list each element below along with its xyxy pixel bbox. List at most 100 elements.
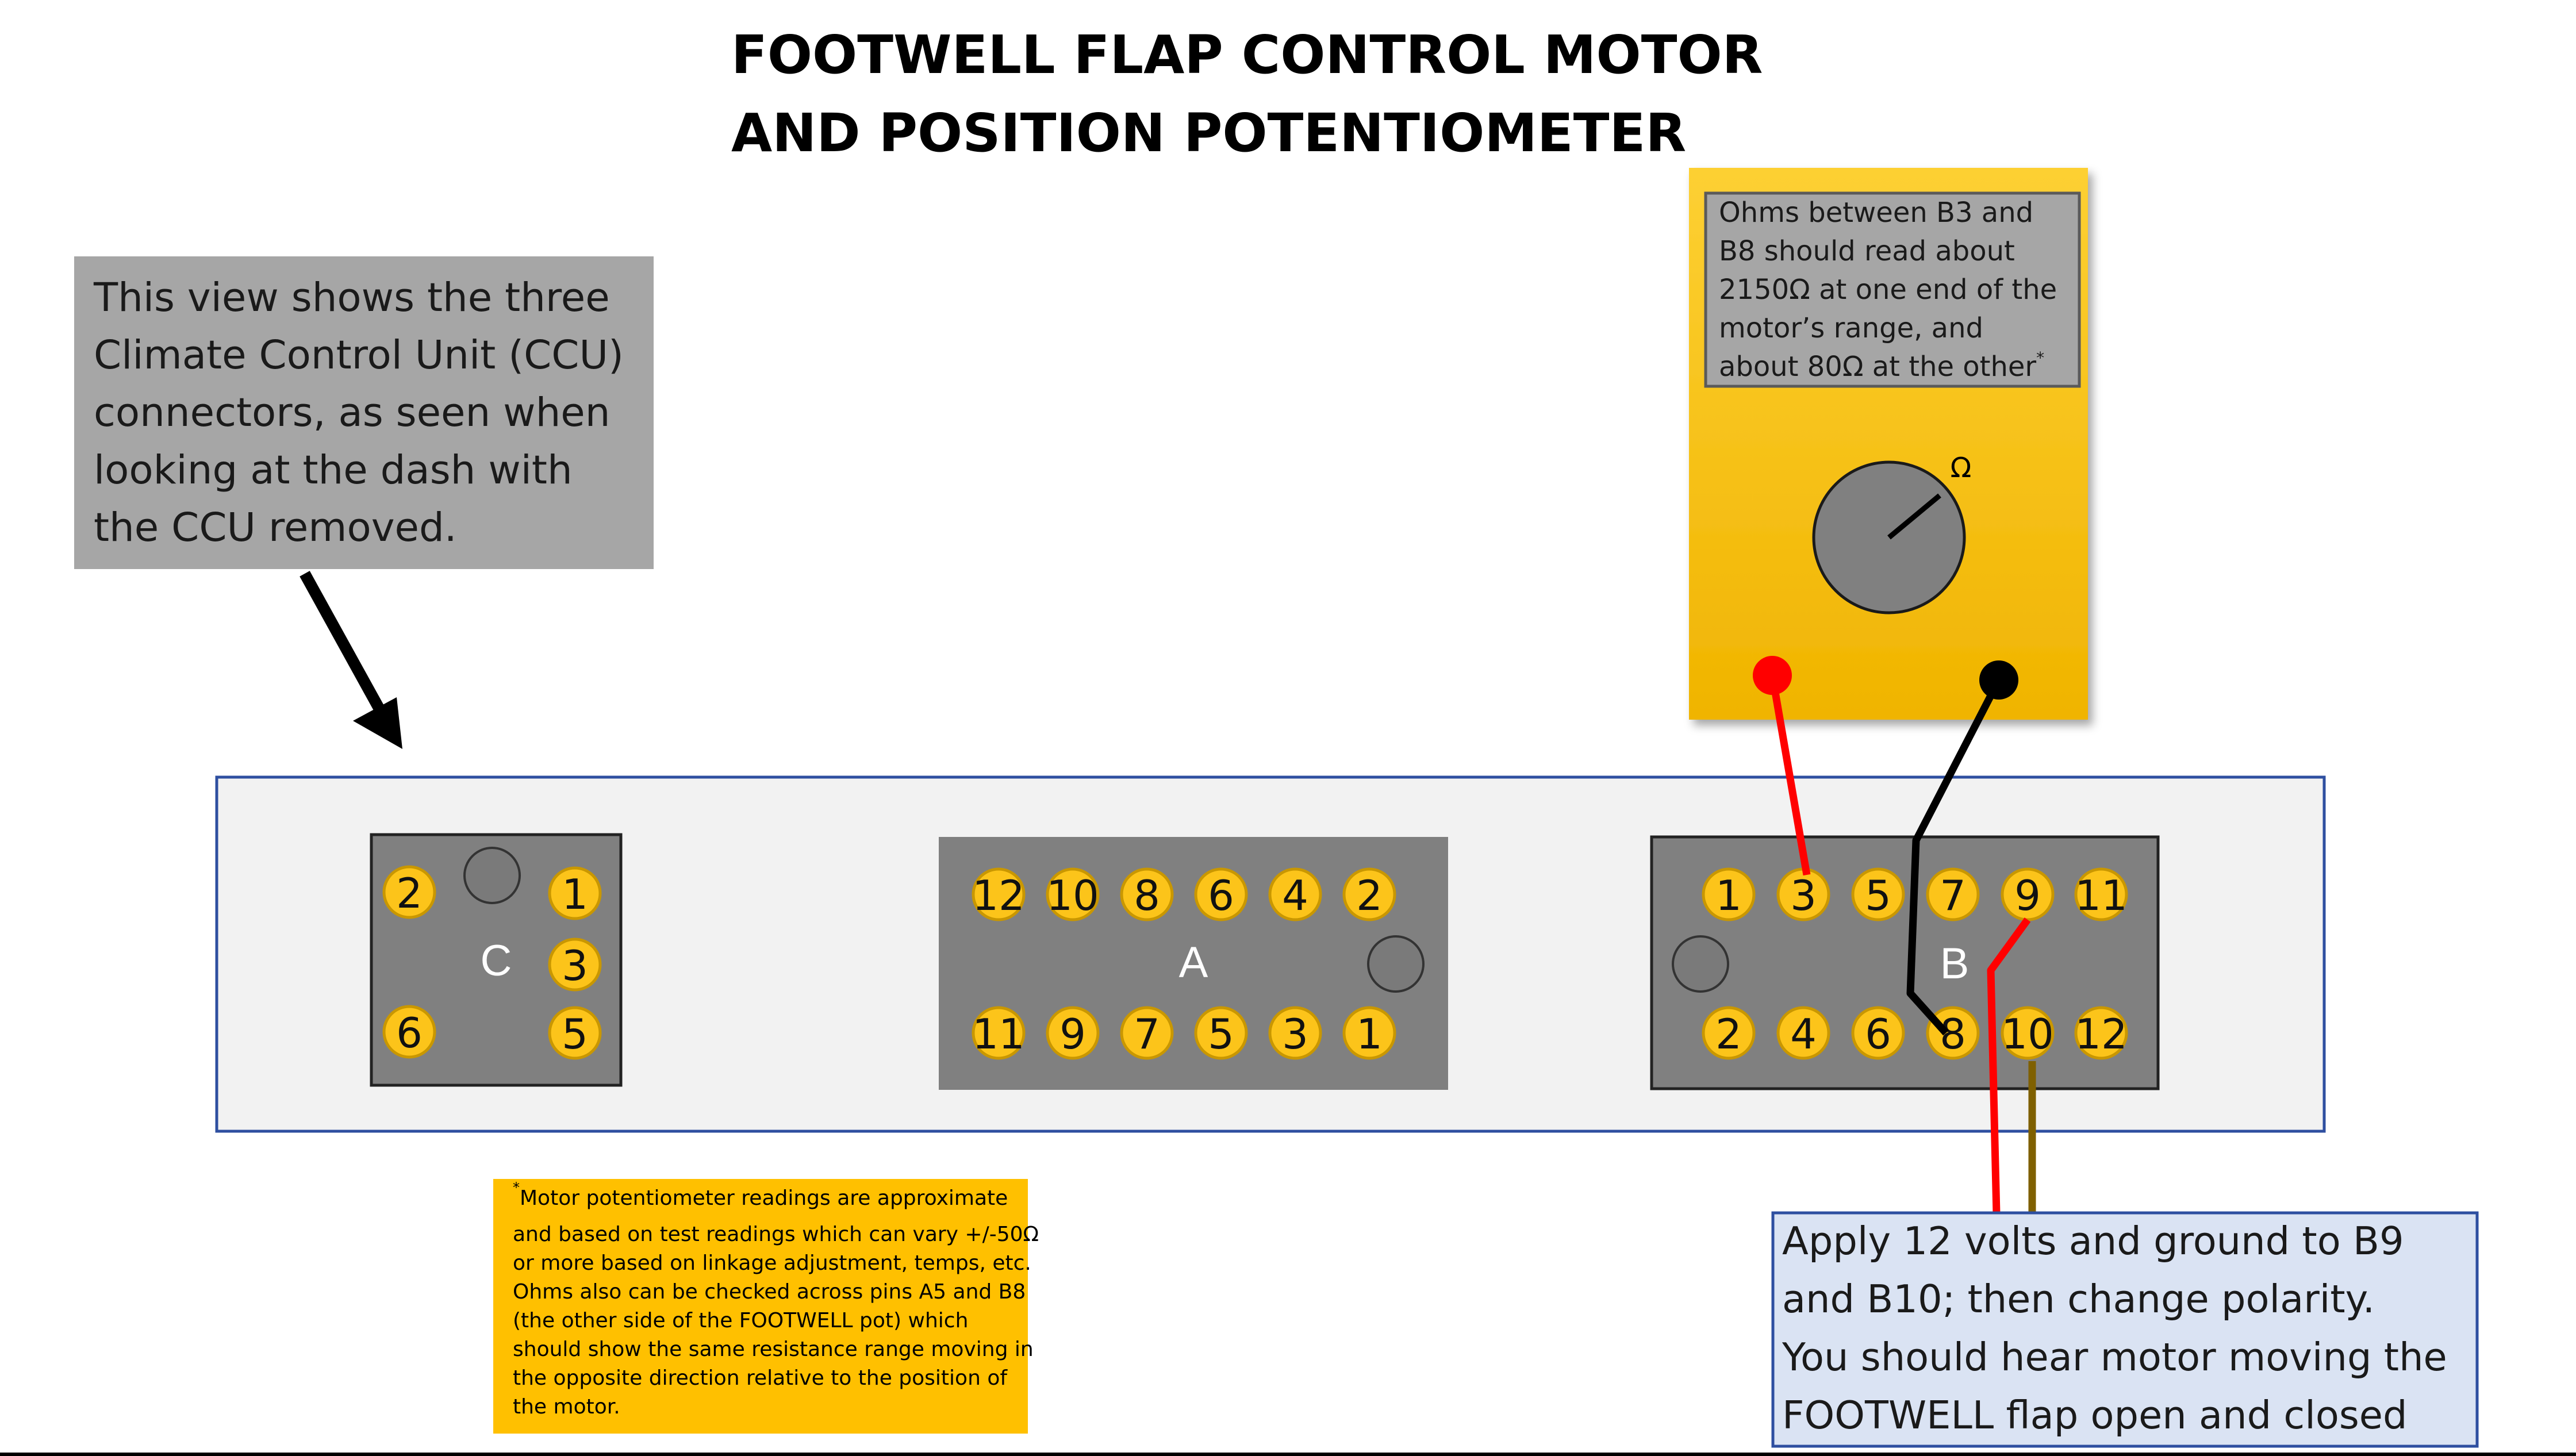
pin-circle: [1851, 1006, 1905, 1060]
dial-pointer-icon: [1887, 493, 1941, 540]
pin-b11: 11: [2074, 867, 2128, 921]
display-line: motor’s range, and: [1719, 312, 1983, 344]
multimeter-display-text: Ohms between B3 and B8 should read about…: [1719, 197, 2066, 383]
pin-number: 11: [2075, 871, 2128, 920]
apply-line: You should hear motor moving the: [1782, 1335, 2447, 1380]
pin-a3: 3: [1268, 1006, 1322, 1060]
pin-circle: [1046, 867, 1100, 921]
title-line-2: AND POSITION POTENTIOMETER: [731, 102, 1687, 164]
pin-b2: 2: [1702, 1006, 1756, 1060]
red-probe-jack-icon: [1753, 656, 1792, 695]
pin-b1: 1: [1702, 867, 1756, 921]
pin-circle: [1268, 867, 1322, 921]
connector-a-key-icon: [1367, 935, 1425, 993]
pin-number: 9: [1059, 1010, 1086, 1058]
pin-circle: [382, 865, 436, 919]
display-line: Ohms between B3 and: [1719, 197, 2033, 229]
pin-a10: 10: [1046, 867, 1100, 921]
callout-pointer-arrow: [300, 571, 389, 720]
pin-a1: 1: [1342, 1006, 1396, 1060]
display-line: B8 should read about: [1719, 235, 2015, 267]
callout-line: This view shows the three: [94, 275, 610, 321]
pin-number: 5: [1865, 871, 1891, 920]
pin-circle: [1046, 1006, 1100, 1060]
callout-line: looking at the dash with: [94, 447, 573, 493]
pin-number: 6: [396, 1009, 423, 1057]
pin-circle: [1342, 1006, 1396, 1060]
note-line: the motor.: [513, 1395, 620, 1419]
pin-number: 1: [1715, 871, 1742, 920]
pin-circle: [1120, 867, 1174, 921]
note-line: Motor potentiometer readings are approxi…: [520, 1186, 1008, 1210]
arrow-head-icon: [353, 697, 402, 749]
pin-number: 10: [2001, 1010, 2054, 1058]
pin-number: 3: [1282, 1010, 1308, 1058]
apply-voltage-text: Apply 12 volts and ground to B9 and B10;…: [1782, 1219, 2459, 1438]
pin-circle: [1702, 1006, 1756, 1060]
pin-number: 2: [396, 869, 423, 917]
pin-number: 9: [2014, 871, 2041, 920]
pin-circle: [1194, 867, 1248, 921]
pin-circle: [2074, 1006, 2128, 1060]
pin-a8: 8: [1120, 867, 1174, 921]
pin-circle: [1120, 1006, 1174, 1060]
pin-number: 6: [1865, 1010, 1891, 1058]
apply-line: and B10; then change polarity.: [1782, 1277, 2375, 1321]
note-line: Ohms also can be checked across pins A5 …: [513, 1280, 1026, 1304]
pin-b8: 8: [1926, 1006, 1980, 1060]
pin-circle: [382, 1005, 436, 1059]
pin-circle: [1342, 867, 1396, 921]
pin-circle: [972, 1006, 1026, 1060]
callout-line: the CCU removed.: [94, 505, 457, 551]
pin-b3: 3: [1776, 867, 1830, 921]
pin-b9: 9: [2001, 867, 2055, 921]
title-line-1: FOOTWELL FLAP CONTROL MOTOR: [731, 24, 1763, 86]
pin-circle: [1776, 1006, 1830, 1060]
multimeter-display: [1704, 191, 2081, 388]
black-probe-jack-icon: [1979, 660, 2018, 700]
red-power-wire: [1987, 917, 2031, 1215]
black-probe-wire: [1906, 678, 2002, 1036]
pin-number: 10: [1046, 871, 1099, 920]
note-line: and based on test readings which can var…: [513, 1223, 1039, 1246]
pin-number: 8: [1134, 871, 1160, 920]
connector-b-label: B: [1940, 939, 1970, 988]
pin-number: 2: [1356, 871, 1383, 920]
pin-circle: [1926, 1006, 1980, 1060]
pin-a4: 4: [1268, 867, 1322, 921]
callout-line: Climate Control Unit (CCU): [94, 332, 624, 378]
pin-number: 7: [1134, 1010, 1160, 1058]
pin-b4: 4: [1776, 1006, 1830, 1060]
connector-a-label: A: [1179, 938, 1208, 987]
connector-c-key-icon: [463, 847, 521, 904]
note-line: should show the same resistance range mo…: [513, 1338, 1034, 1361]
footnote-text: *Motor potentiometer readings are approx…: [513, 1180, 1045, 1419]
pin-number: 2: [1715, 1010, 1742, 1058]
note-line: (the other side of the FOOTWELL pot) whi…: [513, 1309, 968, 1332]
pin-c2: 2: [382, 865, 436, 919]
pin-number: 1: [1356, 1010, 1383, 1058]
pin-circle: [1926, 867, 1980, 921]
pin-b7: 7: [1926, 867, 1980, 921]
bottom-border-line: [0, 1453, 2576, 1456]
pin-number: 12: [2075, 1010, 2128, 1058]
apply-line: FOOTWELL flap open and closed: [1782, 1393, 2408, 1438]
pin-number: 12: [972, 871, 1025, 920]
display-line: about 80Ω at the other: [1719, 351, 2036, 383]
pin-circle: [1702, 867, 1756, 921]
pin-c3: 3: [548, 938, 602, 992]
pin-a2: 2: [1342, 867, 1396, 921]
callout-line: connectors, as seen when: [94, 390, 611, 436]
apply-line: Apply 12 volts and ground to B9: [1782, 1219, 2404, 1263]
connector-b-key-icon: [1672, 935, 1729, 993]
red-probe-wire: [1768, 674, 1811, 876]
pin-number: 4: [1790, 1010, 1817, 1058]
pin-circle: [1851, 867, 1905, 921]
pin-circle: [548, 938, 602, 992]
footnote-star: *: [513, 1180, 520, 1196]
pin-circle: [548, 866, 602, 920]
pin-b5: 5: [1851, 867, 1905, 921]
display-line: 2150Ω at one end of the: [1719, 274, 2057, 306]
pin-a9: 9: [1046, 1006, 1100, 1060]
